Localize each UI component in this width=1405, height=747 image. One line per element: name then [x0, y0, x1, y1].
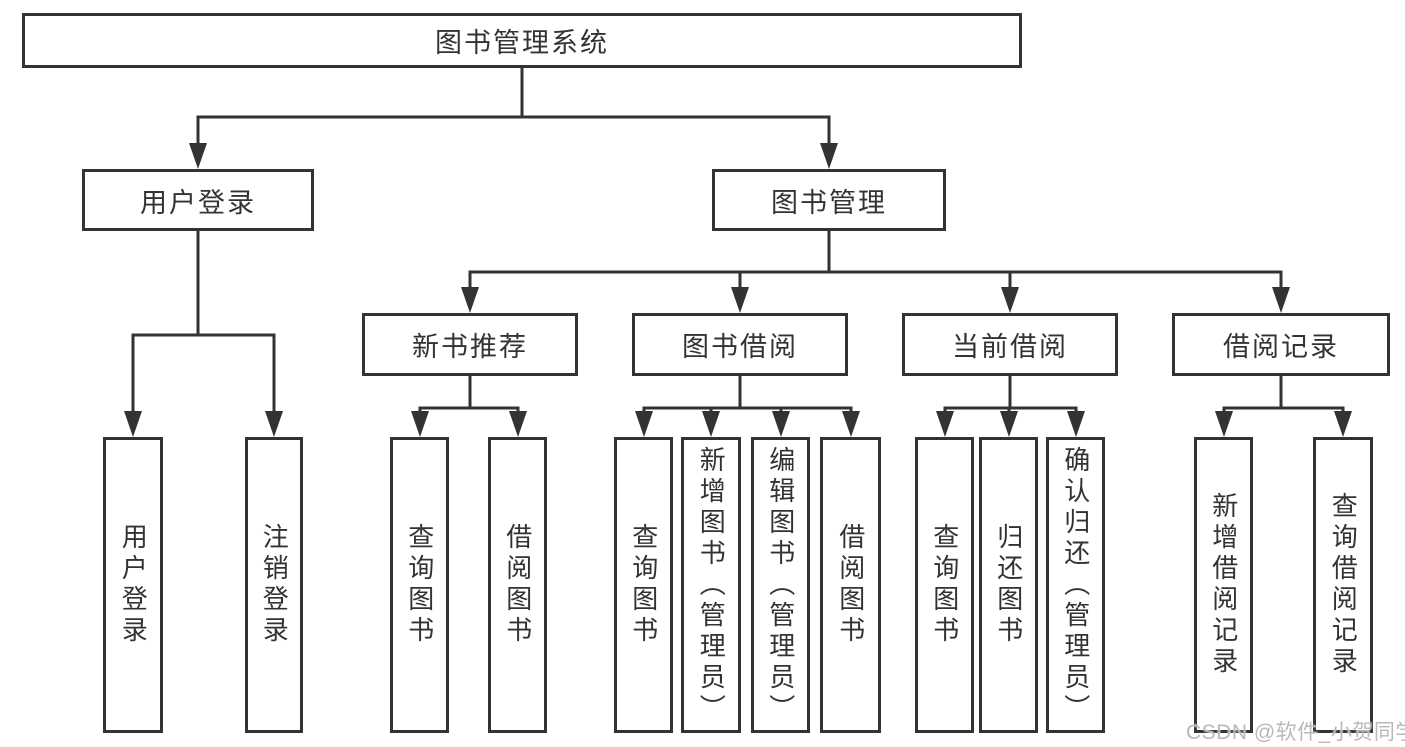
leaf-logout-label: 注销登录: [259, 523, 290, 647]
leaf-borrow-books-1: 借阅图书: [488, 437, 547, 733]
leaf-return-books: 归还图书: [979, 437, 1038, 733]
node-new-book-recommend-label: 新书推荐: [412, 332, 528, 362]
leaf-query-borrow-record-label: 查询借阅记录: [1328, 492, 1359, 678]
csdn-watermark: CSDN @软件_小贺同学: [1186, 721, 1405, 744]
node-current-borrowing-label: 当前借阅: [952, 332, 1068, 362]
leaf-query-borrow-record: 查询借阅记录: [1313, 437, 1373, 733]
node-book-management: 图书管理: [712, 169, 946, 231]
leaf-logout: 注销登录: [245, 437, 303, 733]
node-book-borrowing-label: 图书借阅: [682, 332, 798, 362]
leaf-query-books-2: 查询图书: [614, 437, 673, 733]
leaf-user-login-label: 用户登录: [118, 523, 149, 647]
node-user-login-label: 用户登录: [140, 187, 256, 218]
leaf-query-books-1-label: 查询图书: [404, 523, 435, 647]
node-borrowing-records: 借阅记录: [1172, 313, 1390, 376]
node-root-label: 图书管理系统: [435, 28, 609, 58]
node-book-borrowing: 图书借阅: [632, 313, 848, 376]
node-root: 图书管理系统: [22, 13, 1022, 68]
leaf-borrow-books-1-label: 借阅图书: [502, 523, 533, 647]
leaf-confirm-return-admin: 确认归还（管理员）: [1046, 437, 1105, 733]
leaf-user-login: 用户登录: [103, 437, 163, 733]
node-book-management-label: 图书管理: [771, 187, 887, 218]
node-borrowing-records-label: 借阅记录: [1223, 332, 1339, 362]
node-user-login: 用户登录: [82, 169, 314, 231]
leaf-edit-books-admin-label: 编辑图书（管理员）: [765, 445, 796, 725]
node-current-borrowing: 当前借阅: [902, 313, 1118, 376]
leaf-add-books-admin: 新增图书（管理员）: [681, 437, 741, 733]
leaf-confirm-return-admin-label: 确认归还（管理员）: [1060, 445, 1091, 725]
node-new-book-recommend: 新书推荐: [362, 313, 578, 376]
leaf-query-books-3-label: 查询图书: [929, 523, 960, 647]
leaf-return-books-label: 归还图书: [993, 523, 1024, 647]
leaf-borrow-books-2: 借阅图书: [820, 437, 881, 733]
leaf-query-books-3: 查询图书: [915, 437, 974, 733]
leaf-add-borrow-record-label: 新增借阅记录: [1208, 492, 1239, 678]
leaf-query-books-1: 查询图书: [390, 437, 449, 733]
leaf-borrow-books-2-label: 借阅图书: [835, 523, 866, 647]
leaf-query-books-2-label: 查询图书: [628, 523, 659, 647]
leaf-edit-books-admin: 编辑图书（管理员）: [751, 437, 810, 733]
leaf-add-borrow-record: 新增借阅记录: [1194, 437, 1253, 733]
leaf-add-books-admin-label: 新增图书（管理员）: [696, 445, 727, 725]
